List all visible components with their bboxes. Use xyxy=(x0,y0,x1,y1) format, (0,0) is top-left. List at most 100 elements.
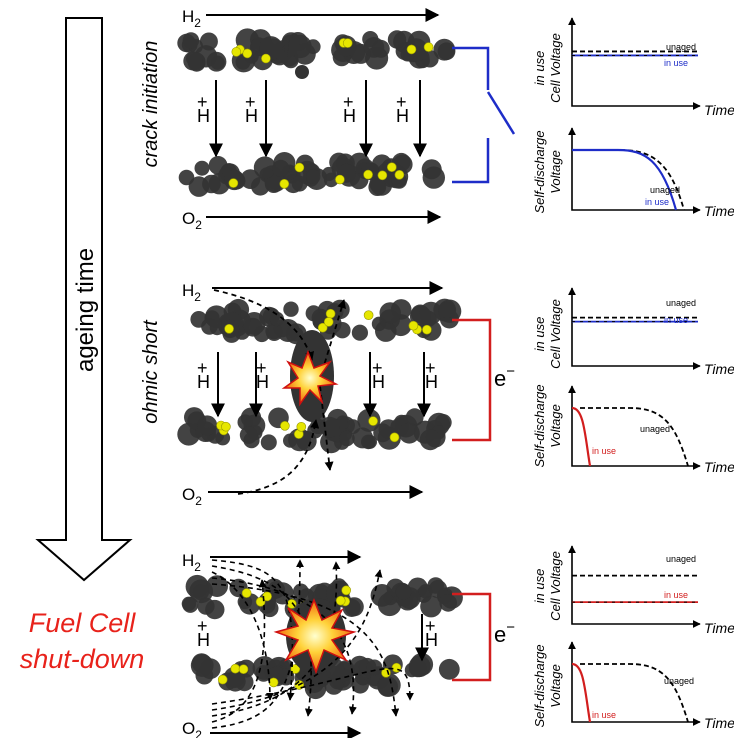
svg-text:H: H xyxy=(197,372,210,392)
proton-label: +H +H xyxy=(197,616,438,650)
catalyst-particle xyxy=(280,420,290,431)
svg-text:Cell Voltage: Cell Voltage xyxy=(548,33,563,103)
stage-shutdown: H2 O2 +H +H e− xyxy=(181,550,515,738)
catalyst-particle xyxy=(242,48,253,59)
anode-layer xyxy=(177,28,456,73)
carbon-particle xyxy=(349,655,370,676)
carbon-particle xyxy=(387,30,407,49)
carbon-particle xyxy=(206,51,227,72)
carbon-particle xyxy=(183,51,203,71)
carbon-particle xyxy=(419,301,443,325)
gas-o2-label: O2 xyxy=(182,719,202,738)
chart-axes xyxy=(568,287,701,370)
chart-axes xyxy=(568,385,701,470)
carbon-particle xyxy=(373,423,392,443)
svg-text:H: H xyxy=(425,630,438,650)
svg-text:in use: in use xyxy=(645,197,669,207)
svg-text:unaged: unaged xyxy=(650,185,680,195)
carbon-particle xyxy=(224,670,246,692)
svg-text:in use: in use xyxy=(664,590,688,600)
svg-text:+: + xyxy=(197,92,208,112)
carbon-particle xyxy=(421,159,442,180)
svg-text:unaged: unaged xyxy=(666,298,696,308)
shutdown-title-line1: Fuel Cell xyxy=(29,608,137,638)
svg-text:in use: in use xyxy=(664,58,688,68)
svg-text:+: + xyxy=(425,358,436,378)
chart-xlabels: Time Time Time Time Time Time xyxy=(704,102,734,731)
catalyst-particle xyxy=(377,170,388,181)
svg-text:unaged: unaged xyxy=(664,676,694,686)
svg-text:in use: in use xyxy=(592,710,616,720)
voltage-charts xyxy=(568,17,701,726)
carbon-particle xyxy=(438,658,460,680)
carbon-particle xyxy=(253,325,270,343)
carbon-particle xyxy=(276,319,300,342)
svg-text:Time: Time xyxy=(704,715,734,731)
svg-text:+: + xyxy=(245,92,256,112)
catalyst-particle xyxy=(408,320,419,331)
svg-text:unaged: unaged xyxy=(666,42,696,52)
carbon-particle xyxy=(361,434,376,450)
svg-text:in use: in use xyxy=(532,317,547,352)
carbon-particle xyxy=(197,415,218,436)
catalyst-particle xyxy=(262,591,272,602)
stage-ohmic-short: H2 O2 +H +H +H +H e− xyxy=(177,281,515,508)
catalyst-particle xyxy=(217,674,228,685)
shutdown-title-line2: shut-down xyxy=(20,644,145,674)
carbon-particle xyxy=(319,416,340,438)
carbon-particle xyxy=(277,668,295,686)
carbon-particle xyxy=(182,32,200,49)
carbon-particle xyxy=(181,596,197,611)
in-use-curve xyxy=(571,662,592,723)
svg-text:+: + xyxy=(372,358,383,378)
catalyst-particle xyxy=(389,432,400,443)
catalyst-particle xyxy=(363,169,373,180)
svg-text:in use: in use xyxy=(592,446,616,456)
carbon-particle xyxy=(190,654,214,677)
catalyst-particle xyxy=(294,162,305,173)
svg-text:in use: in use xyxy=(532,569,547,604)
catalyst-particle xyxy=(230,663,241,674)
carbon-particle xyxy=(197,597,215,615)
chart-axes xyxy=(568,17,701,110)
svg-text:unaged: unaged xyxy=(666,554,696,564)
svg-text:Time: Time xyxy=(704,102,734,118)
catalyst-particle xyxy=(224,323,234,334)
svg-text:H: H xyxy=(197,106,210,126)
svg-text:Self-discharge: Self-discharge xyxy=(532,644,547,727)
carbon-particle xyxy=(192,584,209,601)
carbon-particle xyxy=(438,301,455,319)
svg-text:H: H xyxy=(245,106,258,126)
carbon-particle xyxy=(439,594,458,612)
svg-text:H: H xyxy=(396,106,409,126)
proton-label: +H +H +H +H xyxy=(197,358,438,392)
catalyst-particle xyxy=(394,170,405,180)
stage-label-crack-initiation: crack initiation xyxy=(140,41,162,168)
svg-text:H: H xyxy=(256,372,269,392)
catalyst-particle xyxy=(325,308,336,319)
carbon-particle xyxy=(395,584,412,600)
svg-text:H: H xyxy=(372,372,385,392)
unaged-curve xyxy=(580,407,689,467)
carbon-particle xyxy=(194,160,210,176)
carbon-particle xyxy=(419,429,441,451)
carbon-particle xyxy=(339,430,355,447)
carbon-particle xyxy=(351,324,368,341)
svg-text:in use: in use xyxy=(664,315,688,325)
svg-text:H: H xyxy=(343,106,356,126)
catalyst-particle xyxy=(386,162,397,172)
carbon-particle xyxy=(428,579,448,599)
catalyst-particle xyxy=(238,664,249,675)
carbon-particle xyxy=(265,324,283,342)
in-use-curve xyxy=(572,148,678,211)
carbon-particle xyxy=(202,174,221,194)
chart-axes xyxy=(568,545,701,628)
catalyst-particle xyxy=(290,664,301,674)
svg-text:Time: Time xyxy=(704,361,734,377)
svg-text:H: H xyxy=(197,630,210,650)
stage-crack-initiation: H2 O2 +H +H +H +H xyxy=(177,7,516,232)
svg-text:unaged: unaged xyxy=(640,424,670,434)
catalyst-particle xyxy=(342,38,353,48)
svg-text:+: + xyxy=(197,358,208,378)
gas-h2-label: H2 xyxy=(182,7,201,30)
